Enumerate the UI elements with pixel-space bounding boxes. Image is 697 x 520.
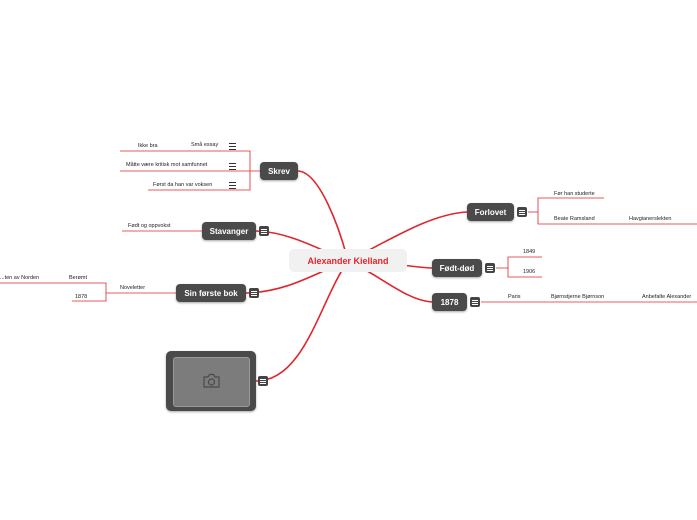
leaf-for-han-studerte[interactable]: Før han studerte: [554, 191, 595, 197]
fodt-sub-1: [496, 256, 542, 269]
topic-skrev[interactable]: Skrev: [260, 162, 298, 180]
menu-icon[interactable]: [249, 288, 259, 298]
menu-icon[interactable]: [259, 226, 269, 236]
camera-icon: [203, 373, 220, 388]
forlovet-sub-1: [537, 197, 604, 212]
leaf-forst-da-han-var-voksen[interactable]: Først da han var voksen: [153, 182, 213, 188]
leaf-sma-essay[interactable]: Små essay: [191, 142, 219, 148]
leaf-bjornstjerne-bjornson[interactable]: Bjørnstjerne Bjørnson: [551, 294, 605, 300]
menu-icon[interactable]: [485, 263, 495, 273]
fodt-sub-2: [507, 268, 542, 278]
leaf-matte-vaere-kritisk[interactable]: Måtte være kritisk mot samfunnet: [126, 162, 208, 168]
notes-icon[interactable]: [229, 162, 236, 170]
leaf-norden[interactable]: ...ten av Norden: [0, 275, 40, 281]
forlovet-sub-2: [537, 212, 697, 225]
topic-stavanger[interactable]: Stavanger: [202, 222, 256, 240]
leaf-anbefalte-alexander[interactable]: Anbefalte Alexander: [642, 294, 692, 300]
leaf-havgianerslekten[interactable]: Havgianerslekten: [629, 216, 672, 222]
notes-icon[interactable]: [229, 181, 236, 189]
leaf-1878[interactable]: 1878: [75, 294, 88, 300]
topic-sin-forste-bok[interactable]: Sin første bok: [176, 284, 246, 302]
notes-icon[interactable]: [229, 142, 236, 150]
skrev-sub-3: [148, 171, 251, 191]
skrev-sub-1: [120, 150, 260, 172]
leaf-beromt[interactable]: Berømt: [69, 275, 88, 281]
topic-1878[interactable]: 1878: [432, 293, 467, 311]
leaf-noveletter[interactable]: Noveletter: [120, 285, 146, 291]
menu-icon[interactable]: [258, 376, 268, 386]
connector-skrev: [297, 170, 349, 262]
image-topic[interactable]: [166, 351, 256, 411]
connector-image: [255, 260, 349, 382]
leaf-1849[interactable]: 1849: [523, 249, 536, 255]
menu-icon[interactable]: [470, 297, 480, 307]
image-placeholder: [173, 357, 250, 407]
leaf-paris[interactable]: Paris: [508, 294, 521, 300]
topic-forlovet[interactable]: Forlovet: [467, 203, 514, 221]
noveletter-sub-1: [0, 282, 107, 293]
leaf-fodt-og-oppvokst[interactable]: Født og oppvokst: [128, 223, 171, 229]
menu-icon[interactable]: [517, 207, 527, 217]
noveletter-sub-2: [72, 293, 107, 302]
topic-fodt-dod[interactable]: Født-død: [432, 259, 482, 277]
leaf-1906[interactable]: 1906: [523, 269, 536, 275]
leaf-ikke-bra[interactable]: Ikke bra: [138, 143, 158, 149]
central-topic[interactable]: Alexander Kielland: [289, 249, 407, 272]
leaf-beate-ramsland[interactable]: Beate Ramsland: [554, 216, 595, 222]
